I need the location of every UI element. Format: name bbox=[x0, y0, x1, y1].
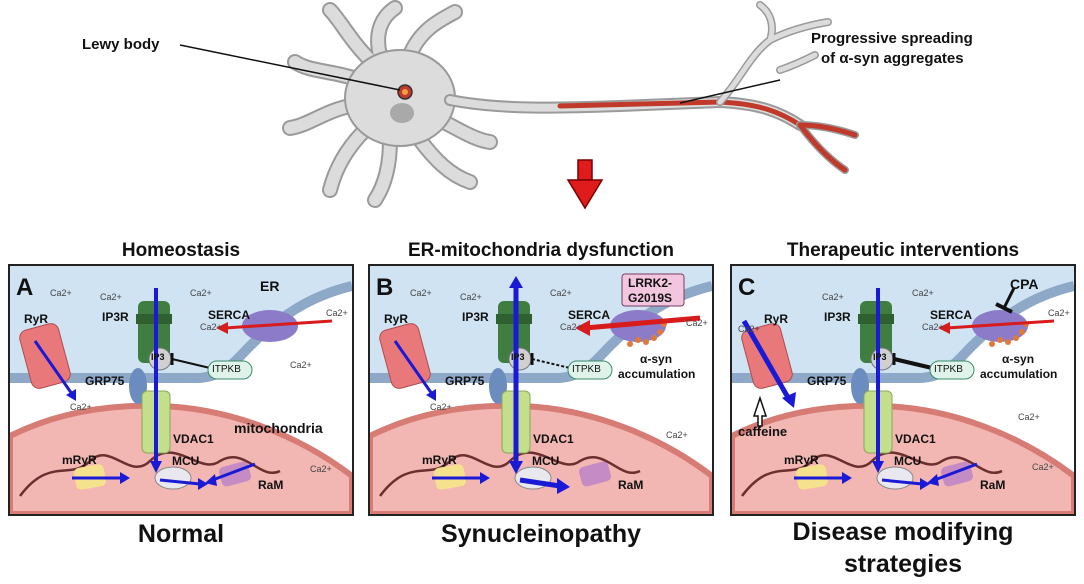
panel-c-vdac1-label: VDAC1 bbox=[895, 432, 936, 446]
panel-b-ca-6: Ca2+ bbox=[666, 430, 688, 440]
panel-b-lrrk2-line2: G2019S bbox=[628, 291, 673, 305]
panel-b-title: ER-mitochondria dysfunction bbox=[408, 240, 674, 261]
panel-c-cpa-label: CPA bbox=[1010, 276, 1039, 292]
spread-label-line2: of α-syn aggregates bbox=[821, 50, 964, 67]
panel-a-ip3-label: IP3 bbox=[151, 352, 165, 362]
itpkb-box bbox=[207, 360, 253, 380]
mcu-channel bbox=[154, 466, 192, 490]
panel-b-mryr-label: mRyR bbox=[422, 453, 457, 467]
panel-c-caption-line2: strategies bbox=[843, 550, 963, 578]
ca-flux-serca bbox=[224, 319, 333, 330]
panel-b-ca-7: Ca2+ bbox=[560, 322, 582, 332]
panel-a-mcu-label: MCU bbox=[172, 454, 200, 468]
panel-b-ca-2: Ca2+ bbox=[460, 292, 482, 302]
neuron-nucleus bbox=[390, 103, 414, 123]
panel-a-ip3r-label: IP3R bbox=[102, 310, 129, 324]
panel-c-mryr-label: mRyR bbox=[784, 453, 819, 467]
panel-a-mito-label: mitochondria bbox=[234, 420, 323, 436]
panel-b-ca-1: Ca2+ bbox=[410, 288, 432, 298]
panel-b-ip3-label: IP3 bbox=[511, 352, 525, 362]
panel-a-diagram bbox=[10, 266, 352, 514]
panel-c-diagram bbox=[732, 266, 1074, 514]
panel-c-ca-3: Ca2+ bbox=[738, 324, 760, 334]
panel-a-ca-4: Ca2+ bbox=[326, 308, 348, 318]
panel-c-serca-label: SERCA bbox=[930, 308, 973, 322]
panel-b-grp75-label: GRP75 bbox=[445, 374, 485, 388]
caffeine-arrow bbox=[752, 395, 768, 427]
panel-a-caption: Normal bbox=[137, 520, 225, 548]
panel-c-ip3-label: IP3 bbox=[873, 352, 887, 362]
panel-c-asyn-line1: α-syn bbox=[1002, 352, 1035, 366]
panel-a-grp75-label: GRP75 bbox=[85, 374, 125, 388]
panel-b-vdac1-label: VDAC1 bbox=[533, 432, 574, 446]
panel-b-asyn-line2: accumulation bbox=[618, 367, 696, 381]
panel-a-title: Homeostasis bbox=[121, 240, 241, 261]
panel-a-ryr-label: RyR bbox=[24, 312, 49, 326]
panel-c-letter: C bbox=[738, 274, 756, 301]
panel-b-serca-label: SERCA bbox=[568, 308, 611, 322]
panel-a-ram-label: RaM bbox=[258, 478, 284, 492]
panel-b-caption: Synucleinopathy bbox=[440, 520, 642, 548]
cpa-inhibit-line bbox=[1002, 287, 1016, 309]
panel-c-ram-label: RaM bbox=[980, 478, 1006, 492]
panel-c-caffeine-label: caffeine bbox=[738, 424, 788, 439]
spread-pointer-line bbox=[679, 79, 781, 104]
panel-b-asyn-line1: α-syn bbox=[640, 352, 673, 366]
asyn-aggregates bbox=[627, 321, 667, 347]
panel-b-diagram bbox=[370, 266, 712, 514]
panel-a-serca-label: SERCA bbox=[208, 308, 251, 322]
panel-c-grp75-label: GRP75 bbox=[807, 374, 847, 388]
panel-b-ca-5: Ca2+ bbox=[430, 402, 452, 412]
spread-label-line1: Progressive spreading bbox=[811, 30, 973, 47]
ca-flux-ryr bbox=[33, 340, 74, 395]
panel-a-ca-1: Ca2+ bbox=[50, 288, 72, 298]
lewy-body-label: Lewy body bbox=[82, 36, 160, 53]
red-down-arrow bbox=[566, 159, 604, 210]
neuron-illustration bbox=[179, 0, 859, 210]
panel-c-ca-4: Ca2+ bbox=[1048, 308, 1070, 318]
er-membrane bbox=[10, 266, 352, 378]
panel-c-mcu-label: MCU bbox=[894, 454, 922, 468]
panel-c: C CPA SERCA RyR IP3R IP3 GRP75 ITPKB α-s… bbox=[730, 264, 1076, 516]
panel-a-ca-2: Ca2+ bbox=[100, 292, 122, 302]
panel-c-asyn-line2: accumulation bbox=[980, 367, 1058, 381]
panel-b-ryr-label: RyR bbox=[384, 312, 409, 326]
panel-a-letter: A bbox=[16, 274, 34, 301]
neuron-dendrites-fill bbox=[284, 2, 496, 206]
panel-b-mcu-label: MCU bbox=[532, 454, 560, 468]
panel-b: B LRRK2- G2019S SERCA RyR IP3R IP3 GRP75… bbox=[368, 264, 714, 516]
panel-c-ca-7: Ca2+ bbox=[922, 322, 944, 332]
panel-c-ca-2: Ca2+ bbox=[912, 288, 934, 298]
lewy-pointer-line bbox=[179, 44, 401, 91]
neuron-soma bbox=[344, 49, 456, 147]
panel-b-ca-4: Ca2+ bbox=[686, 318, 708, 328]
panel-a-itpkb-label: ITPKB bbox=[212, 364, 241, 375]
panel-b-itpkb-label: ITPKB bbox=[572, 364, 601, 375]
panel-a: A ER SERCA RyR IP3R IP3 GRP75 ITPKB VDAC… bbox=[8, 264, 354, 516]
panel-c-ca-5: Ca2+ bbox=[1018, 412, 1040, 422]
panel-c-ca-6: Ca2+ bbox=[1032, 462, 1054, 472]
panel-a-ca-5: Ca2+ bbox=[290, 360, 312, 370]
ca-flux-mcu bbox=[159, 478, 201, 486]
panel-c-ip3r-label: IP3R bbox=[824, 310, 851, 324]
panel-b-ram-label: RaM bbox=[618, 478, 644, 492]
lrrk2-box bbox=[621, 273, 685, 307]
panel-a-er-label: ER bbox=[260, 278, 280, 294]
panel-a-ca-6: Ca2+ bbox=[70, 402, 92, 412]
panel-b-ca-3: Ca2+ bbox=[550, 288, 572, 298]
panel-c-itpkb-label: ITPKB bbox=[934, 364, 963, 375]
panel-a-ca-7: Ca2+ bbox=[310, 464, 332, 474]
panel-b-letter: B bbox=[376, 274, 394, 301]
panel-c-ca-1: Ca2+ bbox=[822, 292, 844, 302]
panel-a-vdac1-label: VDAC1 bbox=[173, 432, 214, 446]
ca-flux-ram bbox=[209, 462, 256, 483]
panel-a-ca-8: Ca2+ bbox=[200, 322, 222, 332]
panel-c-caption-line1: Disease modifying bbox=[792, 518, 1014, 546]
panel-a-ca-3: Ca2+ bbox=[190, 288, 212, 298]
panel-a-mryr-label: mRyR bbox=[62, 453, 97, 467]
panel-c-ryr-label: RyR bbox=[764, 312, 789, 326]
panel-b-lrrk2-line1: LRRK2- bbox=[628, 276, 672, 290]
panel-b-ip3r-label: IP3R bbox=[462, 310, 489, 324]
panel-c-title: Therapeutic interventions bbox=[786, 240, 1020, 261]
